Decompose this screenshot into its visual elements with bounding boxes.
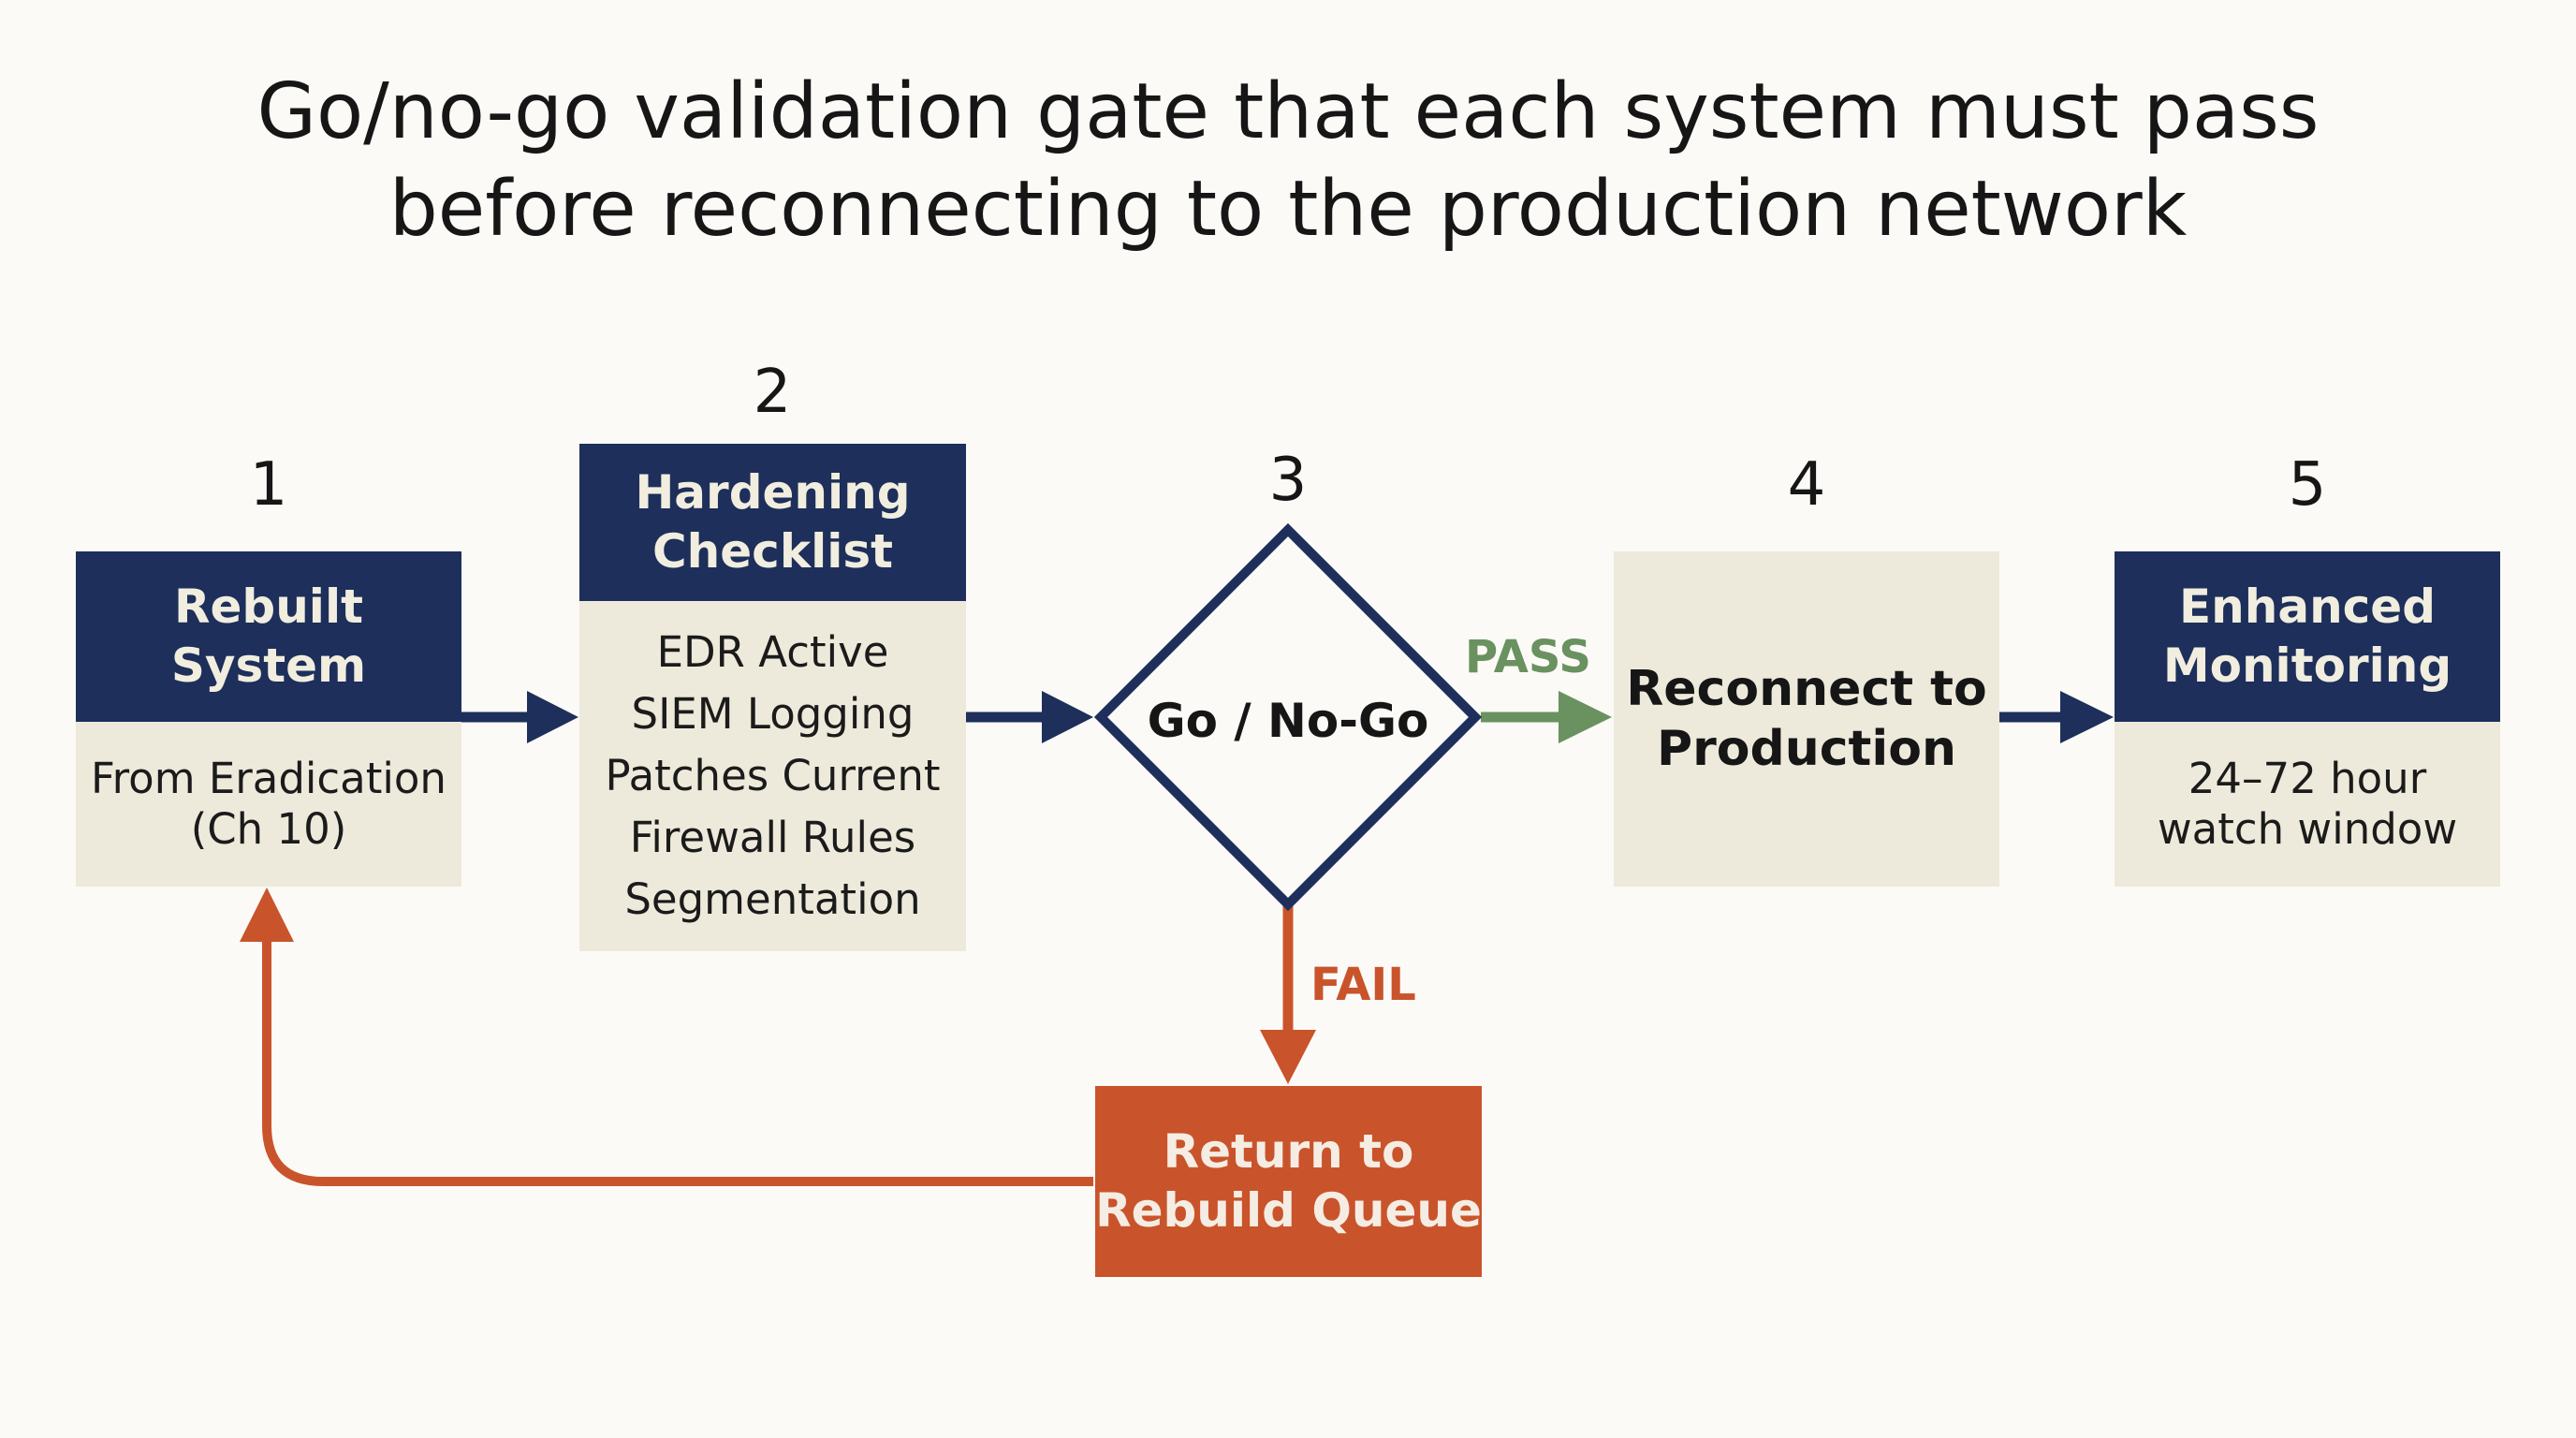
rebuilt-system-header-line-2: System [170,638,367,693]
arrowhead-4-to-5 [2060,691,2114,743]
reconnect-line-2: Production [1657,721,1956,777]
enhanced-monitoring-box: Enhanced Monitoring 24–72 hour watch win… [2115,551,2500,887]
title-line-1: Go/no-go validation gate that each syste… [256,67,2320,156]
go-no-go-diamond [1093,522,1483,912]
checklist-item-siem: SIEM Logging [631,689,915,739]
fail-label: FAIL [1310,959,1416,1011]
step-number-1: 1 [249,450,288,520]
checklist-item-firewall: Firewall Rules [629,813,916,862]
hardening-checklist-box: Hardening Checklist EDR Active SIEM Logg… [579,444,966,951]
loop-back-arrowhead [240,888,294,942]
pass-label: PASS [1465,631,1591,683]
rebuilt-system-body-line-2: (Ch 10) [190,804,347,854]
enhanced-monitoring-body-line-2: watch window [2157,804,2458,854]
rebuilt-system-box: Rebuilt System From Eradication (Ch 10) [76,551,461,887]
rebuilt-system-body-line-1: From Eradication [91,754,446,803]
rebuilt-system-header-line-1: Rebuilt [174,580,363,634]
reconnect-to-production-box: Reconnect to Production [1614,551,1999,887]
return-to-rebuild-queue-box: Return to Rebuild Queue [1095,1086,1482,1277]
diagram-title: Go/no-go validation gate that each syste… [0,64,2576,258]
hardening-checklist-header-line-1: Hardening [635,465,911,520]
reconnect-line-1: Reconnect to [1626,661,1987,717]
step-number-2: 2 [753,358,792,427]
hardening-checklist-items: EDR Active SIEM Logging Patches Current … [579,601,966,951]
checklist-item-edr: EDR Active [656,627,889,677]
checklist-item-patches: Patches Current [605,751,941,800]
hardening-checklist-header-line-2: Checklist [651,524,894,579]
hardening-checklist-header: Hardening Checklist [579,444,966,601]
rebuilt-system-body: From Eradication (Ch 10) [76,722,461,887]
fail-arrowhead [1260,1030,1316,1084]
fail-box-line-1: Return to [1163,1124,1414,1179]
arrowhead-1-to-2 [527,691,578,743]
step-number-5: 5 [2288,450,2327,520]
go-no-go-label: Go / No-Go [1147,694,1429,748]
loop-back-arrow [262,934,1093,1186]
pass-arrowhead [1559,691,1612,743]
arrowhead-2-to-3 [1042,691,1093,743]
rebuilt-system-header: Rebuilt System [76,551,461,722]
enhanced-monitoring-header-line-2: Monitoring [2162,638,2452,693]
fail-box-line-2: Rebuild Queue [1095,1183,1482,1238]
title-line-2: before reconnecting to the production ne… [388,165,2188,254]
enhanced-monitoring-body-line-1: 24–72 hour [2188,754,2427,803]
step-number-3: 3 [1268,446,1308,515]
enhanced-monitoring-body: 24–72 hour watch window [2115,722,2500,887]
step-number-4: 4 [1787,450,1826,520]
enhanced-monitoring-header-line-1: Enhanced [2178,580,2437,634]
enhanced-monitoring-header: Enhanced Monitoring [2115,551,2500,722]
checklist-item-segmentation: Segmentation [624,874,921,924]
